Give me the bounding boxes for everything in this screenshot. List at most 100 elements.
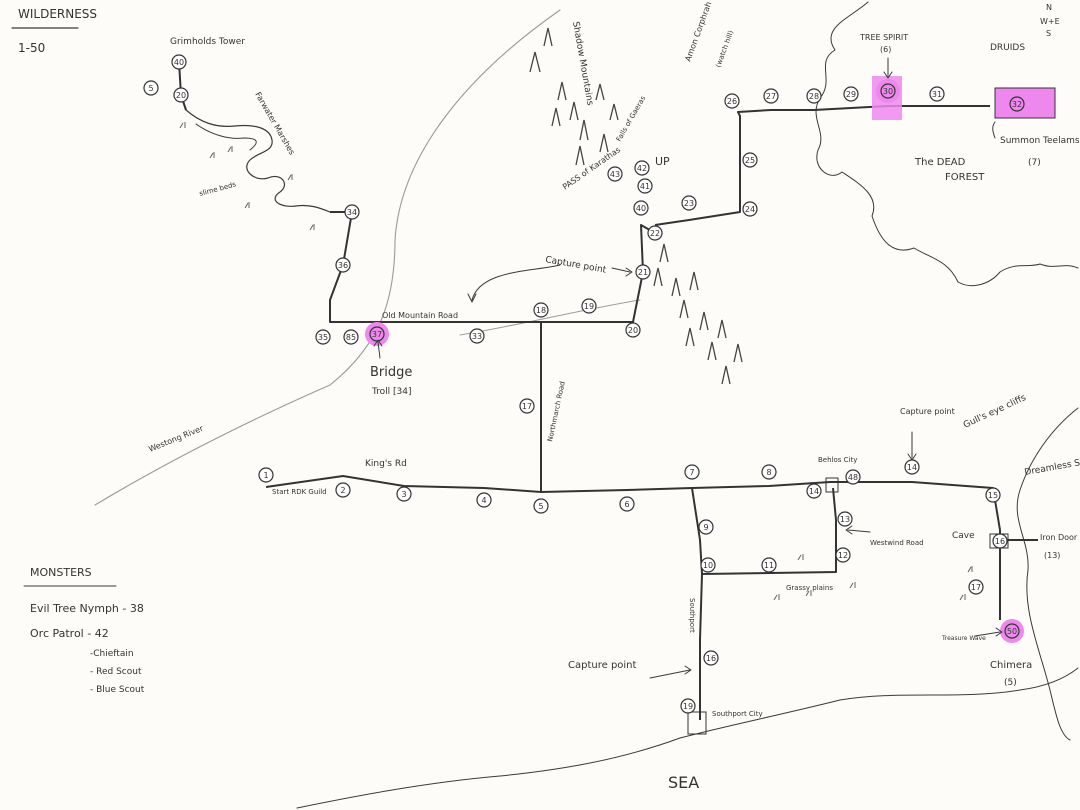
map-node: 10	[700, 557, 716, 573]
label-tower: Grimholds Tower	[170, 37, 245, 47]
map-node-label: 6	[624, 500, 629, 509]
map-node-label: 40	[174, 58, 184, 67]
legend-sub-item: -Chieftain	[90, 649, 134, 659]
compass-rose: N W+E S	[1040, 3, 1060, 38]
level-range: 1-50	[18, 41, 45, 55]
map-node-label: 30	[883, 87, 893, 96]
legend-title: MONSTERS	[30, 566, 92, 579]
map-node-label: 4	[481, 496, 486, 505]
label-gulls: Gull's eye cliffs	[962, 393, 1028, 431]
map-node: 36	[335, 257, 351, 273]
map-node: 85	[343, 329, 359, 345]
map-node: 19	[581, 298, 597, 314]
faint-path	[459, 299, 641, 336]
label-capture-1: Capture point	[544, 255, 607, 276]
map-node-label: 29	[846, 90, 856, 99]
map-node-label: 16	[706, 654, 716, 663]
map-node-label: 21	[638, 268, 648, 277]
map-node-label: 26	[727, 97, 737, 106]
map-node-label: 19	[683, 702, 693, 711]
label-kings-rd: King's Rd	[365, 459, 407, 469]
label-start: Start RDK Guild	[272, 488, 327, 496]
monster-legend: MONSTERS Evil Tree Nymph - 38 Orc Patrol…	[23, 566, 145, 695]
label-watch-hill: (watch hill)	[714, 29, 735, 69]
map-node: 28	[806, 88, 822, 104]
label-grassy: Grassy plains	[786, 584, 833, 592]
map-node-label: 5	[538, 502, 543, 511]
map-node: 35	[315, 329, 331, 345]
map-node: 14	[806, 483, 822, 499]
westong-river	[94, 9, 561, 506]
map-node: 20	[625, 322, 641, 338]
southport-city-gate	[687, 711, 707, 735]
map-node: 6	[619, 496, 635, 512]
map-node-label: 37	[372, 330, 382, 339]
map-node-label: 31	[932, 90, 942, 99]
map-node-label: 11	[764, 561, 774, 570]
map-node: 31	[929, 86, 945, 102]
map-node: 50	[1000, 619, 1024, 643]
dead-forest-outline	[815, 1, 1079, 287]
map-node: 15	[985, 487, 1001, 503]
map-node: 22	[647, 225, 663, 241]
map-node-label: 48	[848, 473, 858, 482]
map-node: 19	[680, 698, 696, 714]
map-node: 18	[533, 302, 549, 318]
map-labels: Grimholds Tower Farwater Marshes slime b…	[147, 0, 1080, 792]
map-node-label: 25	[745, 156, 755, 165]
coastline-east	[1016, 407, 1079, 741]
label-tree-spirit: TREE SPIRIT	[859, 33, 908, 42]
map-node: 41	[637, 178, 653, 194]
map-node: 24	[742, 201, 758, 217]
map-node-label: 8	[766, 468, 771, 477]
map-node-label: 10	[703, 561, 713, 570]
map-node-label: 50	[1007, 627, 1017, 636]
label-iron-door-lvl: (13)	[1044, 551, 1060, 560]
map-node-label: 15	[988, 491, 998, 500]
map-node-label: 34	[347, 208, 357, 217]
map-node: 27	[763, 88, 779, 104]
label-northmarch: Northmarch Road	[546, 381, 567, 443]
legend-sub-item: - Blue Scout	[90, 685, 145, 695]
map-node-label: 7	[689, 468, 694, 477]
map-node-label: 17	[522, 402, 532, 411]
svg-text:W+E: W+E	[1040, 17, 1060, 26]
map-node: 2	[335, 482, 351, 498]
map-node: 1	[258, 467, 274, 483]
label-druids: DRUIDS	[990, 43, 1025, 53]
map-node-label: 19	[584, 302, 594, 311]
map-node: 17	[968, 579, 984, 595]
svg-text:N: N	[1046, 3, 1052, 12]
map-node-label: 12	[838, 551, 848, 560]
label-slime: slime beds	[198, 180, 237, 198]
map-node-label: 24	[745, 205, 755, 214]
map-node-label: 43	[610, 170, 620, 179]
map-node-label: 22	[650, 229, 660, 238]
label-amon: Amon Corphrah	[683, 0, 713, 62]
map-node-label: 40	[636, 204, 646, 213]
coastline-south	[296, 667, 1079, 809]
map-node: 13	[837, 511, 853, 527]
map-node: 3	[396, 486, 412, 502]
map-node: 14	[904, 459, 920, 475]
label-capture-2: Capture point	[900, 407, 955, 416]
map-node: 7	[684, 464, 700, 480]
map-node: 29	[843, 86, 859, 102]
map-node-label: 85	[346, 333, 356, 342]
map-node-label: 35	[318, 333, 328, 342]
map-node-label: 1	[263, 471, 268, 480]
label-dreamless: Dreamless Sea	[1024, 456, 1080, 478]
map-node: 16	[703, 650, 719, 666]
map-node: 42	[634, 160, 650, 176]
map-node: 21	[635, 264, 651, 280]
legend-sub-item: - Red Scout	[90, 667, 142, 677]
label-chimera-lvl: (5)	[1004, 678, 1017, 688]
legend-item: Orc Patrol - 42	[30, 627, 109, 640]
label-westwind: Westwind Road	[870, 539, 924, 547]
map-node-label: 20	[176, 91, 186, 100]
map-node-label: 3	[401, 490, 406, 499]
annotation-arrows	[373, 57, 1003, 679]
svg-text:S: S	[1046, 29, 1051, 38]
behlos-city-gate	[825, 477, 839, 493]
map-node: 48	[845, 469, 861, 485]
